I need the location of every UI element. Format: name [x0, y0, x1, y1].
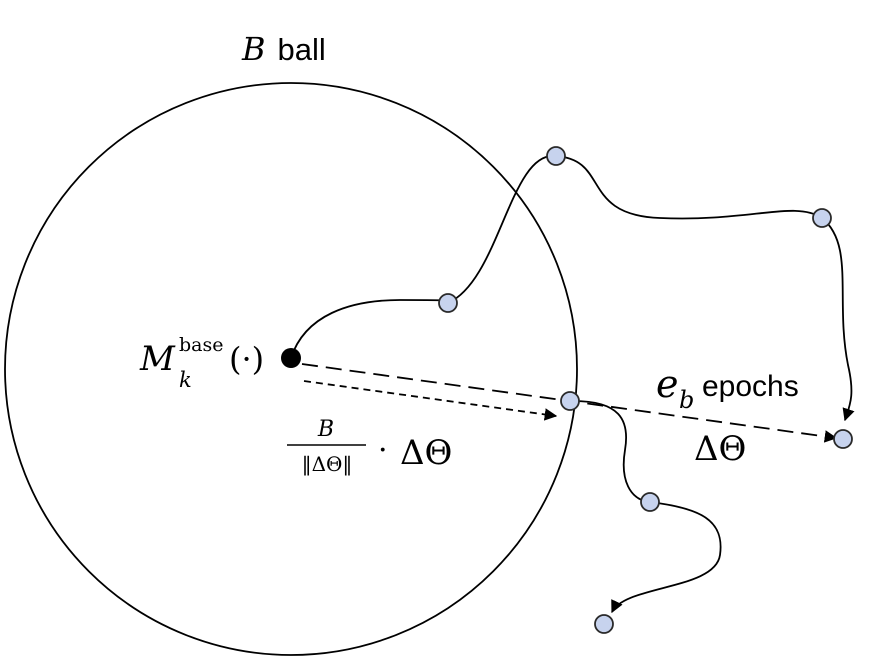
- svg-text:b: b: [679, 386, 694, 414]
- trajectory-node: [546, 146, 566, 166]
- trajectory-node: [438, 293, 458, 313]
- boundary-node: [560, 391, 580, 411]
- delta-theta-label: ΔΘ: [694, 429, 746, 469]
- training-trajectory-upper: [290, 155, 855, 422]
- trajectory-node: [812, 208, 832, 228]
- ball-title: B ball: [241, 30, 326, 68]
- base-model-label: M base k (·): [139, 334, 264, 392]
- svg-text:M: M: [139, 339, 176, 379]
- projection-label: B ‖ΔΘ‖ · ΔΘ: [287, 417, 452, 477]
- b-ball-circle: [4, 82, 578, 656]
- base-model-node: [281, 348, 301, 368]
- svg-text:k: k: [179, 368, 192, 392]
- svg-text:base: base: [179, 334, 224, 356]
- svg-text:·: ·: [378, 433, 388, 468]
- svg-text:B: B: [317, 417, 334, 442]
- final-epoch-node: [833, 429, 853, 449]
- svg-text:‖ΔΘ‖: ‖ΔΘ‖: [302, 452, 353, 477]
- trajectory-node: [594, 614, 614, 634]
- svg-text:e: e: [656, 362, 679, 406]
- projected-update-arrow: [303, 380, 558, 421]
- epochs-label: e b epochs: [656, 362, 799, 414]
- trajectory-node: [640, 492, 660, 512]
- svg-text:epochs: epochs: [702, 370, 799, 403]
- svg-text:(·): (·): [229, 340, 264, 378]
- training-trajectory-lower: [569, 400, 722, 614]
- svg-text:ΔΘ: ΔΘ: [400, 433, 452, 473]
